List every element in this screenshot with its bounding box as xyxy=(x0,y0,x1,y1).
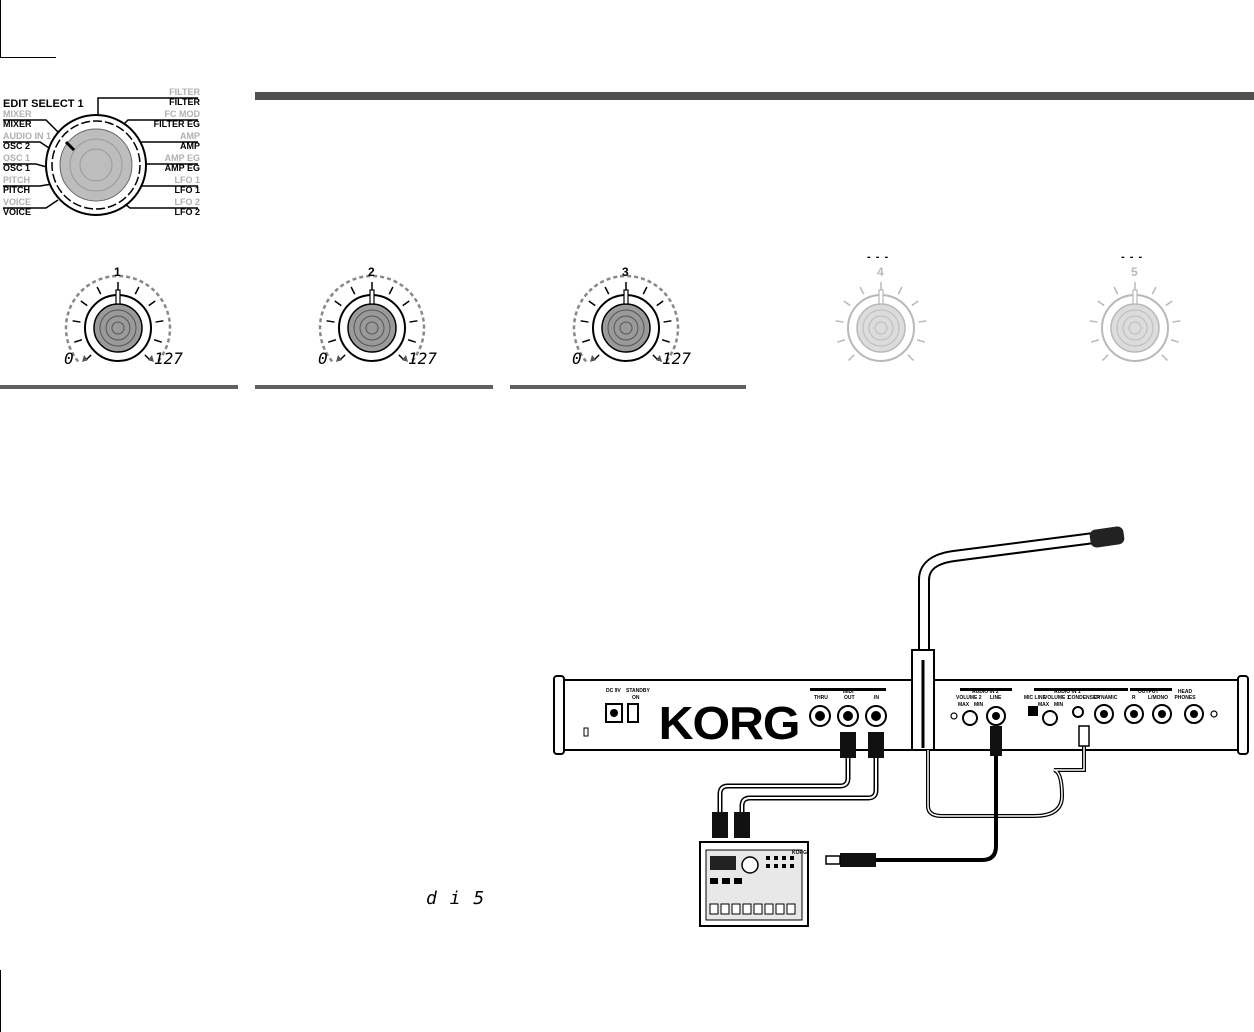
midi-thru-label: THRU xyxy=(814,695,828,701)
audio-in1-max-label: MAX xyxy=(1038,702,1050,708)
knob-2-graphic xyxy=(318,274,426,363)
output-r-label: R xyxy=(1132,695,1136,701)
crop-mark-bottom-vertical xyxy=(0,970,1,1032)
knob-3-min-label: 0 xyxy=(572,349,582,368)
line-plug-device xyxy=(840,853,876,867)
knob3-rule xyxy=(510,385,746,389)
knob2-rule xyxy=(255,385,493,389)
header-rule xyxy=(255,92,1254,100)
midi-in-label: IN xyxy=(874,695,879,701)
knob-3-graphic xyxy=(572,274,680,363)
headphones-label: HEAD PHONES xyxy=(1174,689,1196,701)
knob-4-number: 4 xyxy=(877,265,884,279)
knob-2-min-label: 0 xyxy=(318,349,328,368)
external-device xyxy=(699,841,809,927)
knob-5-graphic xyxy=(1089,282,1181,362)
mic-line-label: MIC LINE xyxy=(1024,695,1046,701)
knob-4-dash: - - - xyxy=(867,251,890,263)
output-l-mono-label: L/MONO xyxy=(1148,695,1168,701)
standby-label: STANDBY xyxy=(626,688,650,694)
audio-in1-label: AUDIO IN 1 xyxy=(1054,689,1081,695)
midi-out-label: OUT xyxy=(844,695,855,701)
connection-diagram xyxy=(553,526,1249,927)
on-label: ON xyxy=(632,695,640,701)
knob-1-max-label: 127 xyxy=(154,349,183,368)
knob-3-max-label: 127 xyxy=(662,349,691,368)
audio-in1-min-label: MIN xyxy=(1054,702,1064,708)
knob-1-number: 1 xyxy=(114,265,121,279)
output-label: OUTPUT xyxy=(1138,689,1159,695)
device-brand-label: KORG xyxy=(792,850,807,856)
mic-line-switch xyxy=(1028,706,1038,716)
knob-1-min-label: 0 xyxy=(64,349,74,368)
knob-2[interactable]: 2 0 127 xyxy=(292,255,452,375)
power-indicator-icon xyxy=(583,727,589,737)
knob-1-graphic xyxy=(64,274,172,363)
condenser-label: CONDENSER xyxy=(1068,695,1100,701)
midi-plug-device-2 xyxy=(734,812,750,838)
audio-in2-max-label: MAX xyxy=(958,702,970,708)
knob1-rule xyxy=(0,385,238,389)
knob-2-max-label: 127 xyxy=(408,349,437,368)
knob-5[interactable]: 5 - - - xyxy=(1055,251,1215,375)
knob-1[interactable]: 1 0 127 xyxy=(38,255,198,375)
knob-5-dash: - - - xyxy=(1121,251,1144,263)
mic-head xyxy=(1089,526,1125,548)
dc-in-jack xyxy=(605,703,623,723)
audio-in2-min-label: MIN xyxy=(974,702,984,708)
korg-logo: KORG xyxy=(658,697,801,749)
line-plug-panel xyxy=(990,726,1002,756)
crop-mark-top-vertical xyxy=(0,0,1,58)
midi-jacks xyxy=(809,705,887,727)
midi-plug-out xyxy=(840,732,856,758)
midi-plug-in xyxy=(868,732,884,758)
knob-4[interactable]: 4 - - - xyxy=(801,251,961,375)
line-label: LINE xyxy=(990,695,1002,701)
display-readout: d i 5 xyxy=(426,888,486,909)
crop-mark-top-horizontal xyxy=(0,57,56,58)
volume1-knob xyxy=(1042,710,1058,726)
edit-select-title: EDIT SELECT 1 xyxy=(3,98,84,110)
knob-5-number: 5 xyxy=(1131,265,1138,279)
line-cable xyxy=(874,732,998,862)
knob-3-number: 3 xyxy=(622,265,629,279)
knob-3[interactable]: 3 0 127 xyxy=(546,255,706,375)
dynamic-label: DYNAMIC xyxy=(1094,695,1118,701)
edit-select-lines xyxy=(3,97,198,216)
audio-in2-label: AUDIO IN 2 xyxy=(972,689,999,695)
knob-2-number: 2 xyxy=(368,265,375,279)
knob-4-graphic xyxy=(835,282,927,362)
condenser-jack xyxy=(1072,706,1084,718)
standby-switch xyxy=(627,703,639,723)
mic-plug xyxy=(1078,725,1090,747)
dc-in-label: DC 9V xyxy=(606,688,621,694)
midi-plug-device-1 xyxy=(712,812,728,838)
volume2-label: VOLUME 2 xyxy=(956,695,982,701)
volume1-label: VOLUME 1 xyxy=(1044,695,1070,701)
midi-cables-inner xyxy=(719,740,877,820)
midi-group-label: MIDI xyxy=(843,689,854,695)
volume2-knob xyxy=(962,710,978,726)
